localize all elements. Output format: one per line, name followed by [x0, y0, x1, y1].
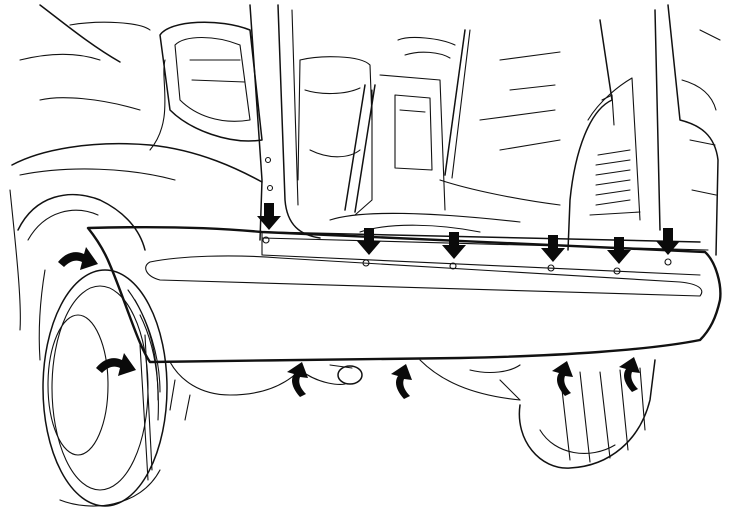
screw-hole [449, 262, 457, 270]
underbody [169, 359, 656, 469]
curved-arrow-icon [619, 357, 640, 392]
screw-hole [613, 267, 621, 275]
down-arrow-icon [257, 203, 281, 230]
curved-arrow-icon [391, 364, 412, 399]
screw-hole [664, 258, 672, 266]
rear-bumper-cover [86, 226, 722, 364]
underside-clip-arrows [287, 357, 640, 399]
quarter-panel [9, 4, 263, 331]
down-arrow-icon [442, 232, 466, 259]
down-arrow-icon [357, 228, 381, 255]
down-arrow-icon [607, 237, 631, 264]
side-clip-arrows [58, 247, 136, 376]
screw-hole [262, 236, 270, 244]
down-arrow-icon [541, 235, 565, 262]
top-screw-arrows [257, 203, 680, 264]
cargo-area [159, 4, 721, 256]
curved-arrow-icon [58, 247, 98, 270]
down-arrow-icon [656, 228, 680, 255]
screw-hole [362, 259, 370, 267]
rear-wheel [38, 269, 168, 507]
screw-hole [547, 264, 555, 272]
curved-arrow-icon [287, 362, 308, 397]
curved-arrow-icon [552, 361, 573, 396]
curved-arrow-icon [96, 353, 136, 376]
